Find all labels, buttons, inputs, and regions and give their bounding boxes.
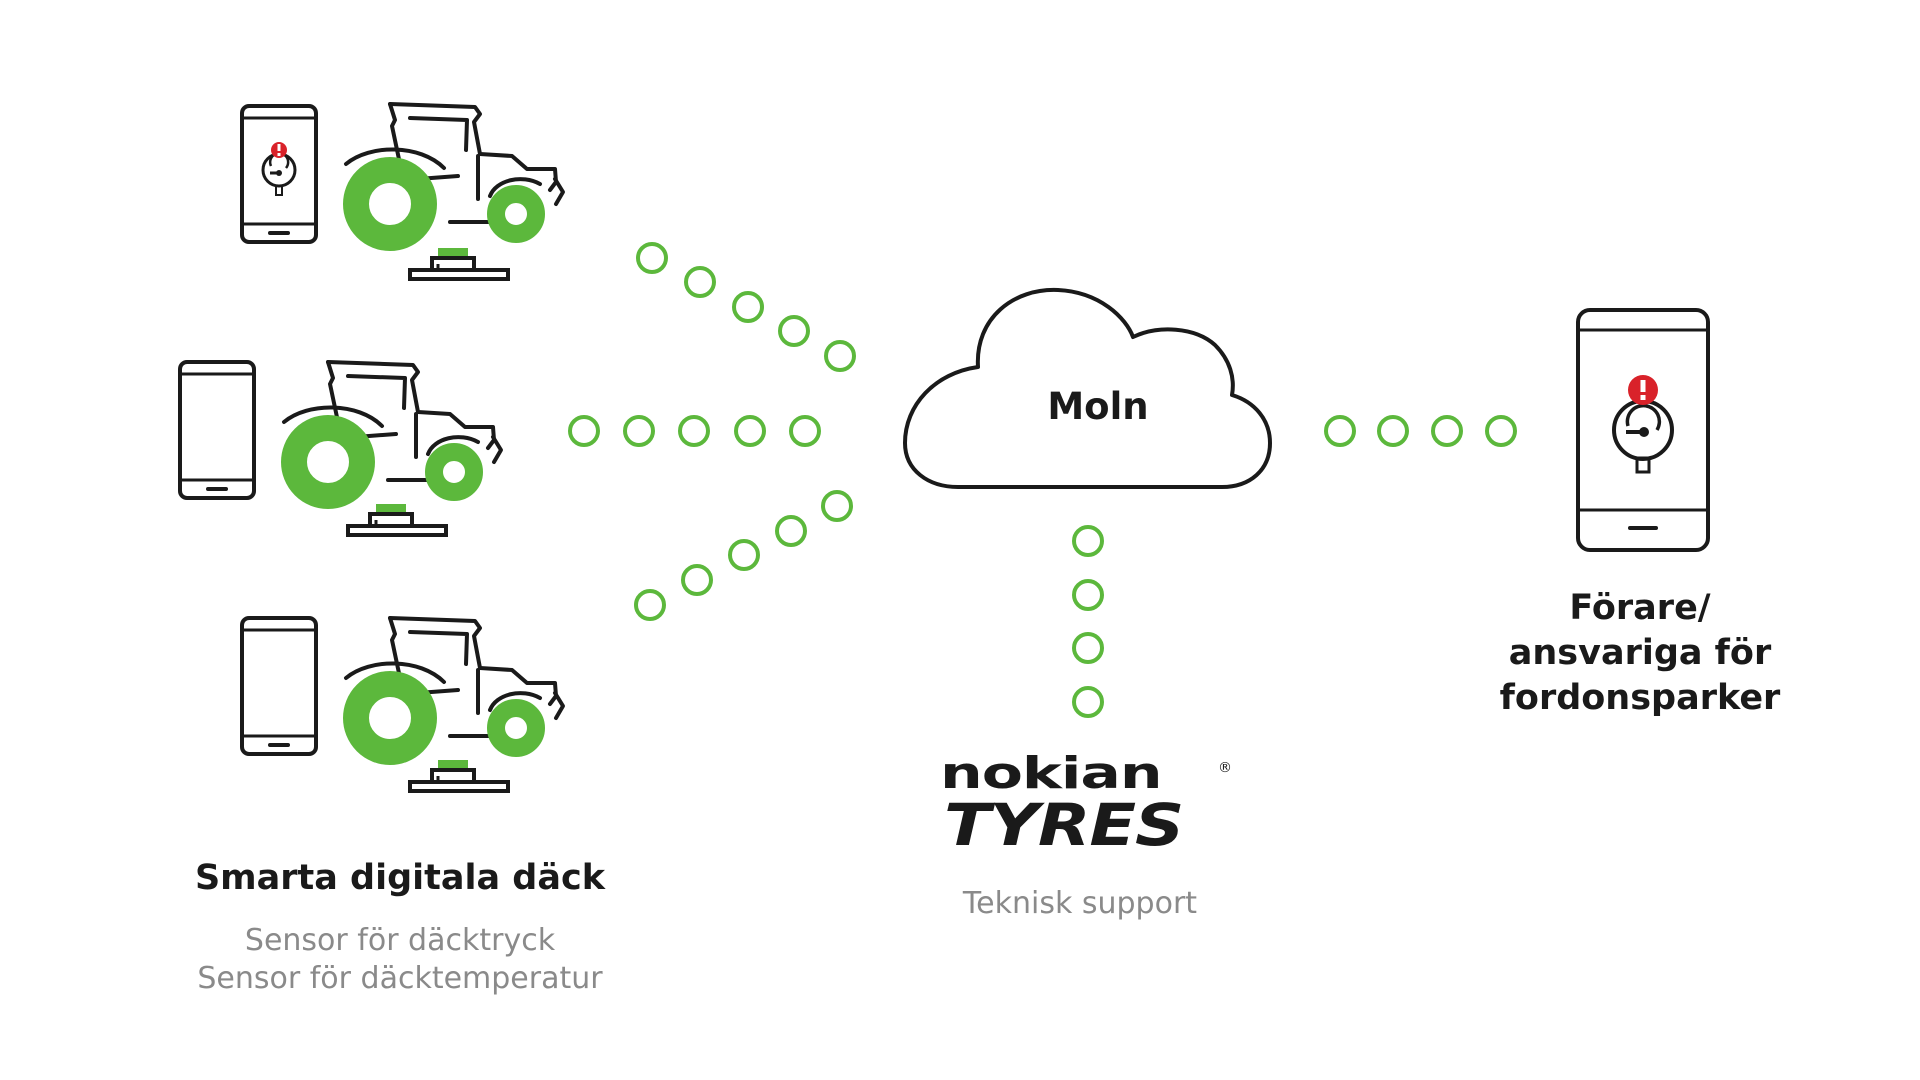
connection-dot [1072, 525, 1104, 557]
driver-title: Förare/ ansvariga för fordonsparker [1460, 586, 1820, 721]
phone-3 [240, 616, 318, 756]
connection-dot [568, 415, 600, 447]
alert-icon [271, 142, 287, 158]
subtitle-line-pressure: Sensor för däcktryck [244, 923, 556, 958]
tire-sensor-icon-3 [408, 758, 510, 793]
tractor-icon-3 [346, 618, 563, 752]
driver-title-line-2: ansvariga för [1508, 633, 1772, 673]
connection-dot [789, 415, 821, 447]
connection-dot [728, 539, 760, 571]
connection-dot [732, 291, 764, 323]
connection-dot [1072, 632, 1104, 664]
technical-support-label: Teknisk support [962, 886, 1198, 921]
driver-phone [1576, 308, 1710, 552]
connection-dot [1485, 415, 1517, 447]
connection-dots-down [1072, 525, 1104, 718]
connection-dot [821, 490, 853, 522]
connection-dot [734, 415, 766, 447]
tire-sensor-icon-2 [346, 502, 448, 537]
smart-tyres-subtitle: Sensor för däcktryck Sensor för däcktemp… [150, 922, 650, 998]
connection-dot [684, 266, 716, 298]
connection-dots-upper [636, 242, 856, 372]
connection-dot [824, 340, 856, 372]
smartphone-icon [1576, 308, 1710, 552]
pressure-gauge-icon [261, 151, 297, 196]
smartphone-icon [240, 616, 318, 756]
pressure-gauge-icon [1612, 399, 1674, 474]
connection-dots-middle [568, 415, 821, 447]
connection-dot [1072, 579, 1104, 611]
driver-title-line-1: Förare/ [1569, 588, 1711, 628]
connection-dots-right [1324, 415, 1517, 447]
connection-dot [636, 242, 668, 274]
cloud-label: Moln [1047, 385, 1149, 428]
tire-sensor-icon-1 [408, 246, 510, 281]
phone-2 [178, 360, 256, 500]
subtitle-line-temperature: Sensor för däcktemperatur [197, 961, 603, 996]
connection-dots-lower [634, 490, 853, 621]
connection-dot [681, 564, 713, 596]
alert-icon [1628, 375, 1658, 405]
cloud-icon [903, 287, 1272, 489]
connection-dot [1324, 415, 1356, 447]
connection-dot [623, 415, 655, 447]
driver-title-line-3: fordonsparker [1499, 678, 1781, 718]
smart-tyres-title: Smarta digitala däck [194, 858, 606, 898]
connection-dot [1072, 686, 1104, 718]
connection-dot [1377, 415, 1409, 447]
connection-dot [634, 589, 666, 621]
connection-dot [1431, 415, 1463, 447]
tyres-logo-wordmark: TYRES [944, 791, 1184, 859]
phone-with-alert-1 [240, 104, 318, 244]
connection-dot [678, 415, 710, 447]
tractor-icon-2 [284, 362, 501, 496]
connection-dot [778, 315, 810, 347]
smartphone-icon [178, 360, 256, 500]
connection-dot [775, 515, 807, 547]
nokian-logo-wordmark: nokian [940, 748, 1163, 799]
registered-mark: ® [1218, 760, 1232, 776]
tractor-icon-1 [346, 104, 563, 238]
